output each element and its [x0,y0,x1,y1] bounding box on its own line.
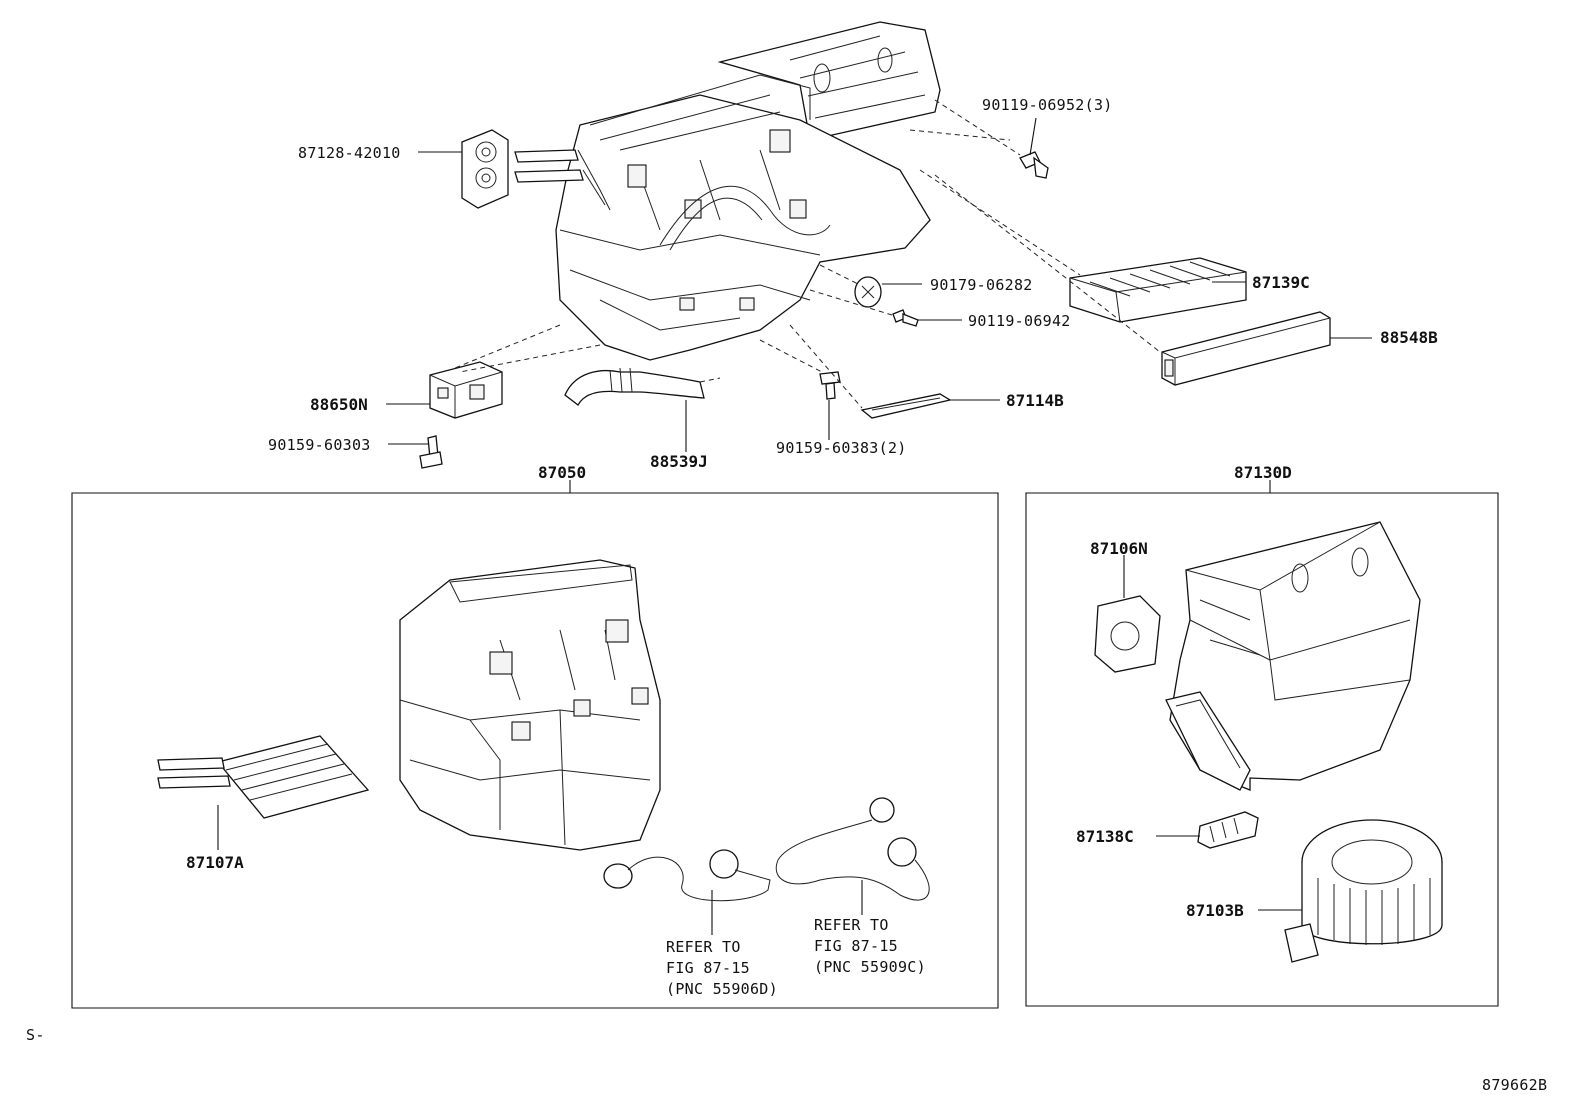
screw-90119-06952 [1019,151,1049,179]
label-88539J: 88539J [650,452,708,471]
screw-90119-06942 [892,309,919,327]
label-87103B: 87103B [1186,901,1244,920]
refer1-line2: FIG 87-15 [666,959,750,977]
label-90179-06282: 90179-06282 [930,276,1033,294]
label-88650N: 88650N [310,395,368,414]
wire-harness-55906D [603,849,771,902]
refer1-line1: REFER TO [666,938,741,956]
label-88548B: 88548B [1380,328,1438,347]
screw-90159-60383 [819,371,841,400]
heater-core-87107A [157,735,370,819]
figure-code: 879662B [1482,1076,1547,1094]
label-87138C: 87138C [1076,827,1134,846]
label-87106N: 87106N [1090,539,1148,558]
resistor-87138C [1197,811,1259,849]
label-87139C: 87139C [1252,273,1310,292]
refer2-line3: (PNC 55909C) [814,958,926,976]
refer2-line2: FIG 87-15 [814,937,898,955]
actuator-87106N [1094,595,1161,673]
actuator-88650N [429,361,503,419]
air-filter-87139C [1069,257,1247,323]
label-87050: 87050 [538,463,586,482]
grommet-part [461,129,509,209]
footer-left-mark: S- [26,1026,45,1044]
seal-87114B [860,393,952,419]
refer1-line3: (PNC 55906D) [666,980,778,998]
heater-case-87050 [399,559,661,851]
refer2-line1: REFER TO [814,916,889,934]
leader-lines-top [386,117,1372,452]
box-87130D [1025,480,1499,1007]
label-90119-06952: 90119-06952(3) [982,96,1113,114]
label-87114B: 87114B [1006,391,1064,410]
label-87130D: 87130D [1234,463,1292,482]
duct-88539J [564,367,705,406]
box-87050 [71,480,999,1009]
top-hvac-assembly [514,21,941,361]
blower-unit-87130D [1165,521,1421,791]
explode-guide-lines [454,99,1161,409]
label-90159-60303: 90159-60303 [268,436,371,454]
clip-90179-06282 [854,276,882,308]
filter-cover-88548B [1161,311,1331,386]
label-87107A: 87107A [186,853,244,872]
label-87128-42010: 87128-42010 [298,144,401,162]
wire-harness-55909C [775,797,930,901]
label-90119-06942: 90119-06942 [968,312,1071,330]
blower-motor-87103B [1284,819,1443,963]
label-90159-60383: 90159-60383(2) [776,439,907,457]
screw-90159-60303 [419,435,443,469]
